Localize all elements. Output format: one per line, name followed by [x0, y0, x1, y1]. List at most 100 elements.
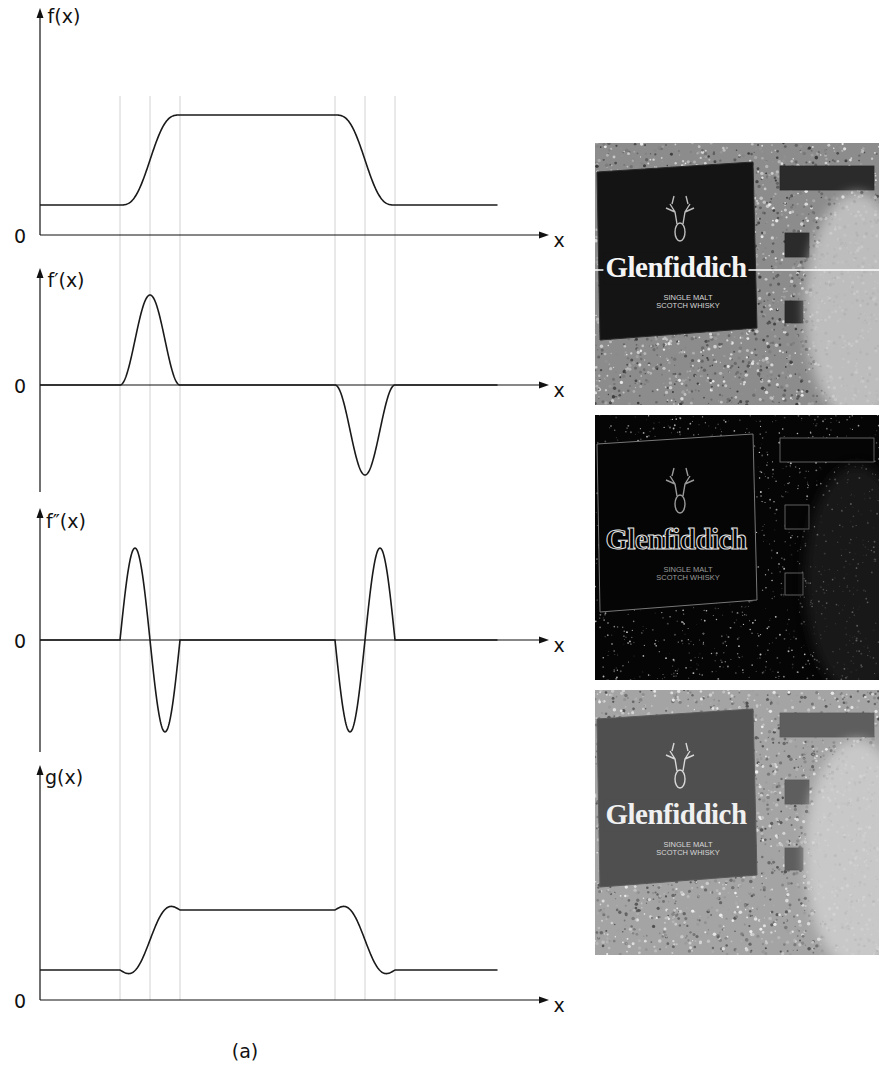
granite-speck: [679, 403, 682, 405]
granite-speck: [604, 378, 606, 380]
granite-speck: [709, 365, 711, 367]
granite-speck: [787, 376, 789, 378]
axis-arrowhead: [37, 268, 44, 278]
granite-speck: [768, 380, 771, 383]
granite-speck: [782, 143, 784, 144]
granite-speck: [624, 345, 626, 347]
granite-speck: [634, 145, 636, 147]
granite-speck: [647, 162, 649, 164]
x-axis: [40, 999, 542, 1000]
granite-speck: [719, 372, 722, 375]
granite-speck: [757, 248, 759, 250]
granite-speck: [595, 298, 596, 299]
granite-speck: [779, 338, 781, 340]
granite-speck: [811, 153, 814, 156]
granite-speck: [630, 352, 632, 354]
granite-speck: [596, 380, 597, 381]
granite-speck: [802, 264, 803, 265]
granite-speck: [743, 381, 746, 384]
granite-speck: [777, 301, 778, 302]
granite-speck: [802, 267, 805, 270]
granite-speck: [874, 152, 876, 154]
granite-speck: [772, 317, 774, 319]
granite-speck: [631, 158, 635, 162]
granite-speck: [684, 347, 686, 349]
granite-speck: [645, 379, 648, 382]
granite-speck: [597, 321, 600, 324]
granite-speck: [657, 336, 658, 337]
granite-speck: [798, 277, 800, 279]
granite-speck: [613, 156, 616, 159]
granite-speck: [648, 363, 651, 366]
granite-speck: [652, 367, 655, 370]
granite-speck: [793, 284, 796, 287]
granite-speck: [790, 280, 793, 283]
granite-speck: [758, 312, 761, 315]
granite-speck: [628, 364, 631, 367]
granite-speck: [781, 211, 783, 213]
granite-speck: [771, 265, 773, 267]
granite-speck: [613, 367, 614, 368]
granite-speck: [690, 402, 693, 405]
granite-speck: [790, 343, 793, 346]
granite-speck: [782, 397, 785, 400]
granite-speck: [757, 372, 761, 376]
granite-speck: [785, 376, 787, 378]
granite-speck: [755, 206, 757, 208]
granite-speck: [746, 356, 748, 358]
granite-speck: [644, 359, 645, 360]
granite-speck: [828, 202, 831, 205]
granite-speck: [820, 154, 822, 156]
granite-speck: [640, 156, 641, 157]
granite-speck: [756, 362, 759, 365]
granite-speck: [827, 164, 829, 166]
granite-speck: [875, 175, 877, 177]
granite-speck: [719, 348, 720, 349]
granite-speck: [794, 206, 797, 209]
granite-speck: [772, 220, 774, 222]
granite-speck: [604, 353, 607, 356]
granite-speck: [764, 161, 767, 164]
granite-speck: [769, 370, 772, 373]
granite-speck: [756, 224, 758, 226]
granite-speck: [687, 371, 689, 373]
granite-speck: [779, 216, 783, 220]
granite-speck: [768, 321, 771, 324]
granite-speck: [641, 345, 644, 348]
granite-speck: [636, 362, 638, 364]
granite-speck: [800, 282, 802, 284]
granite-speck: [712, 354, 714, 356]
granite-speck: [779, 272, 782, 275]
granite-speck: [619, 376, 621, 378]
guide-line: [395, 96, 396, 1000]
granite-speck: [812, 146, 814, 148]
granite-speck: [634, 366, 637, 369]
granite-speck: [620, 147, 623, 150]
granite-speck: [758, 289, 761, 292]
granite-speck: [709, 379, 712, 382]
granite-speck: [776, 383, 779, 386]
granite-speck: [827, 144, 830, 147]
granite-speck: [777, 282, 780, 285]
granite-speck: [669, 381, 672, 384]
granite-speck: [746, 349, 749, 352]
granite-speck: [639, 385, 642, 388]
granite-speck: [768, 383, 771, 386]
granite-speck: [806, 199, 807, 200]
granite-speck: [625, 351, 627, 353]
granite-speck: [662, 367, 665, 370]
granite-speck: [787, 325, 789, 327]
granite-speck: [803, 274, 806, 277]
granite-speck: [823, 214, 826, 217]
guide-line: [335, 96, 336, 1000]
granite-speck: [641, 375, 642, 376]
granite-speck: [776, 150, 778, 152]
granite-speck: [776, 237, 778, 239]
granite-speck: [604, 359, 607, 362]
granite-speck: [691, 143, 694, 144]
granite-speck: [760, 172, 764, 176]
granite-speck: [626, 364, 628, 366]
granite-speck: [755, 224, 757, 226]
granite-speck: [611, 399, 614, 402]
